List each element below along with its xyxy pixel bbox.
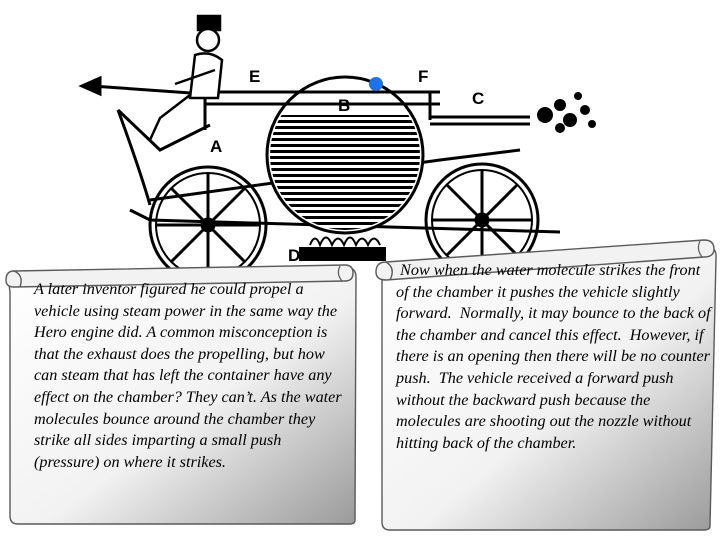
boiler-chamber	[265, 75, 425, 235]
label-e: E	[249, 67, 260, 86]
label-a: A	[210, 137, 222, 156]
right-scroll-shape	[375, 239, 717, 531]
burner-flames	[299, 236, 386, 261]
left-scroll: A later inventor figured he could propel…	[0, 262, 360, 528]
right-scroll-text: Now when the water molecule strikes the …	[396, 261, 715, 452]
front-wheel	[424, 162, 540, 278]
left-scroll-text: A later inventor figured he could propel…	[34, 280, 342, 471]
exhaust-nozzle	[430, 115, 530, 126]
molecule-marker	[369, 77, 383, 91]
rear-rod-arrow	[78, 75, 206, 97]
label-d: D	[288, 246, 300, 265]
steam-carriage-illustration: A B C D E F	[78, 14, 596, 285]
steam-exhaust-plume	[537, 92, 596, 133]
label-c: C	[472, 89, 484, 108]
label-f: F	[418, 67, 428, 86]
upper-rails	[203, 90, 440, 130]
label-b: B	[338, 96, 350, 115]
chassis	[116, 108, 561, 234]
right-scroll: Now when the water molecule strikes the …	[368, 236, 720, 532]
left-scroll-shape	[5, 264, 357, 525]
driver-figure	[148, 14, 224, 141]
